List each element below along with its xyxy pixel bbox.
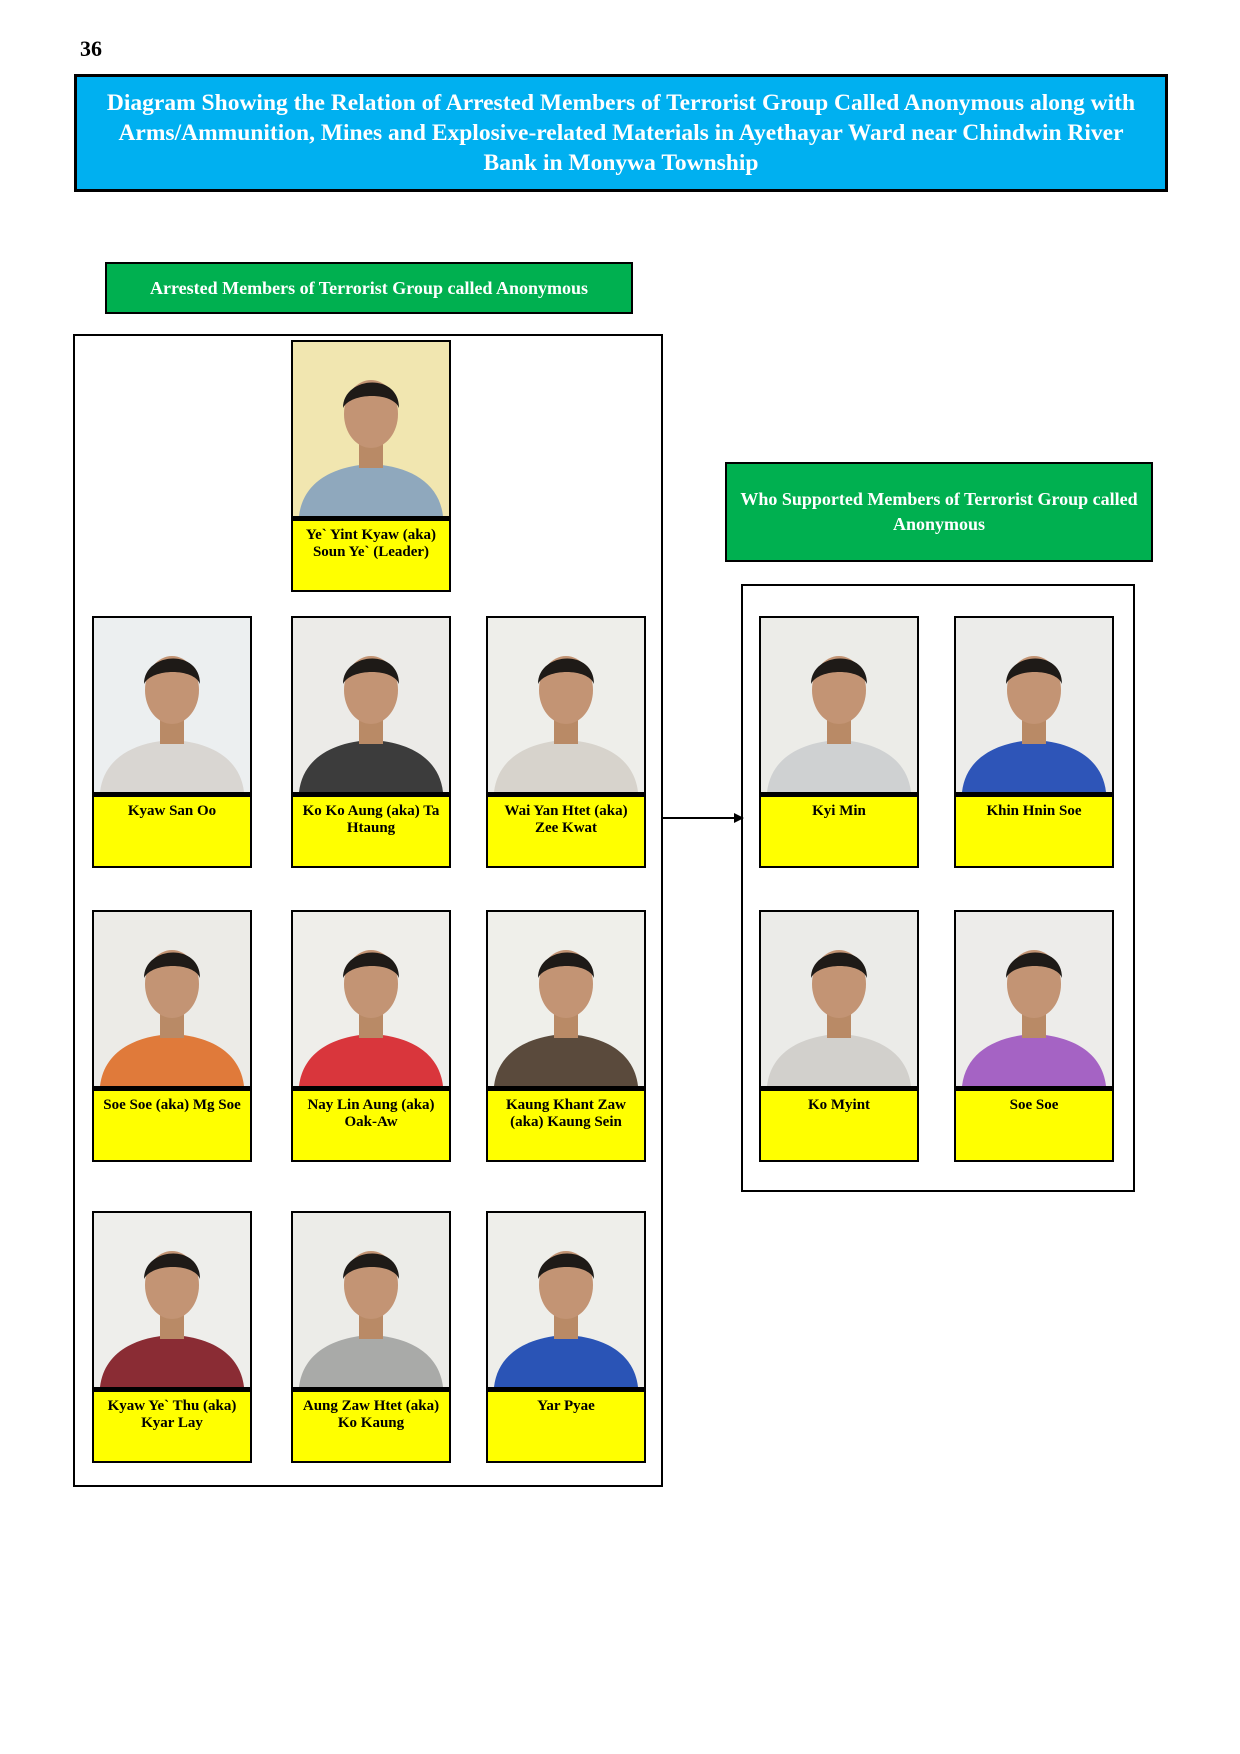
portrait-hair (538, 952, 594, 978)
portrait-body (962, 1034, 1106, 1086)
portrait-hair (1006, 952, 1062, 978)
portrait-figure (299, 1251, 443, 1387)
member-card: Kaung Khant Zaw (aka) Kaung Sein (486, 910, 646, 1162)
member-name: Yar Pyae (486, 1389, 646, 1463)
member-name: Kyaw San Oo (92, 794, 252, 868)
member-name: Aung Zaw Htet (aka) Ko Kaung (291, 1389, 451, 1463)
leader-name: Ye` Yint Kyaw (aka) Soun Ye` (Leader) (291, 518, 451, 592)
portrait-figure (767, 656, 911, 792)
leader-card: Ye` Yint Kyaw (aka) Soun Ye` (Leader) (291, 340, 451, 592)
member-photo (486, 616, 646, 794)
portrait-figure (494, 950, 638, 1086)
supporters-group-label: Who Supported Members of Terrorist Group… (725, 462, 1153, 562)
member-card: Yar Pyae (486, 1211, 646, 1463)
diagram-title-text: Diagram Showing the Relation of Arrested… (106, 90, 1136, 176)
portrait-figure (100, 656, 244, 792)
member-photo (92, 910, 252, 1088)
portrait-body (494, 1034, 638, 1086)
portrait-figure (962, 950, 1106, 1086)
portrait-figure (962, 656, 1106, 792)
member-photo (291, 1211, 451, 1389)
portrait-hair (538, 1253, 594, 1279)
portrait-figure (494, 656, 638, 792)
supporter-card: Khin Hnin Soe (954, 616, 1114, 868)
supporter-name: Khin Hnin Soe (954, 794, 1114, 868)
member-name: Nay Lin Aung (aka) Oak-Aw (291, 1088, 451, 1162)
supporter-photo (954, 910, 1114, 1088)
member-card: Aung Zaw Htet (aka) Ko Kaung (291, 1211, 451, 1463)
member-card: Nay Lin Aung (aka) Oak-Aw (291, 910, 451, 1162)
member-photo (92, 1211, 252, 1389)
page-number: 36 (80, 36, 102, 61)
member-photo (291, 910, 451, 1088)
portrait-figure (100, 1251, 244, 1387)
portrait-hair (343, 382, 399, 408)
portrait-body (494, 1335, 638, 1387)
portrait-hair (144, 1253, 200, 1279)
supporter-card: Soe Soe (954, 910, 1114, 1162)
supporter-name: Kyi Min (759, 794, 919, 868)
portrait-hair (144, 658, 200, 684)
supporter-card: Kyi Min (759, 616, 919, 868)
supporter-name: Soe Soe (954, 1088, 1114, 1162)
arrested-group-label: Arrested Members of Terrorist Group call… (105, 262, 633, 314)
portrait-body (299, 464, 443, 516)
portrait-hair (811, 952, 867, 978)
portrait-hair (538, 658, 594, 684)
portrait-figure (100, 950, 244, 1086)
member-card: Wai Yan Htet (aka) Zee Kwat (486, 616, 646, 868)
portrait-body (962, 740, 1106, 792)
portrait-body (100, 1034, 244, 1086)
portrait-figure (299, 380, 443, 516)
leader-photo (291, 340, 451, 518)
portrait-body (100, 740, 244, 792)
member-card: Kyaw Ye` Thu (aka) Kyar Lay (92, 1211, 252, 1463)
member-photo (92, 616, 252, 794)
supporter-photo (954, 616, 1114, 794)
member-name: Soe Soe (aka) Mg Soe (92, 1088, 252, 1162)
portrait-body (494, 740, 638, 792)
portrait-body (299, 1034, 443, 1086)
member-name: Wai Yan Htet (aka) Zee Kwat (486, 794, 646, 868)
member-name: Kaung Khant Zaw (aka) Kaung Sein (486, 1088, 646, 1162)
supporters-group-label-text: Who Supported Members of Terrorist Group… (740, 489, 1138, 534)
portrait-hair (343, 1253, 399, 1279)
portrait-figure (299, 656, 443, 792)
portrait-hair (811, 658, 867, 684)
portrait-figure (494, 1251, 638, 1387)
portrait-body (100, 1335, 244, 1387)
member-photo (486, 910, 646, 1088)
member-name: Kyaw Ye` Thu (aka) Kyar Lay (92, 1389, 252, 1463)
arrested-group-label-text: Arrested Members of Terrorist Group call… (150, 277, 588, 298)
portrait-hair (1006, 658, 1062, 684)
member-photo (291, 616, 451, 794)
supporter-name: Ko Myint (759, 1088, 919, 1162)
supporter-photo (759, 616, 919, 794)
member-photo (486, 1211, 646, 1389)
member-card: Soe Soe (aka) Mg Soe (92, 910, 252, 1162)
supporter-photo (759, 910, 919, 1088)
member-card: Kyaw San Oo (92, 616, 252, 868)
member-name: Ko Ko Aung (aka) Ta Htaung (291, 794, 451, 868)
portrait-hair (343, 952, 399, 978)
portrait-hair (144, 952, 200, 978)
portrait-hair (343, 658, 399, 684)
portrait-figure (299, 950, 443, 1086)
supporter-card: Ko Myint (759, 910, 919, 1162)
portrait-figure (767, 950, 911, 1086)
portrait-body (767, 740, 911, 792)
arrow-right-icon (662, 813, 744, 823)
member-card: Ko Ko Aung (aka) Ta Htaung (291, 616, 451, 868)
portrait-body (299, 740, 443, 792)
diagram-title: Diagram Showing the Relation of Arrested… (74, 74, 1168, 192)
portrait-body (767, 1034, 911, 1086)
portrait-body (299, 1335, 443, 1387)
